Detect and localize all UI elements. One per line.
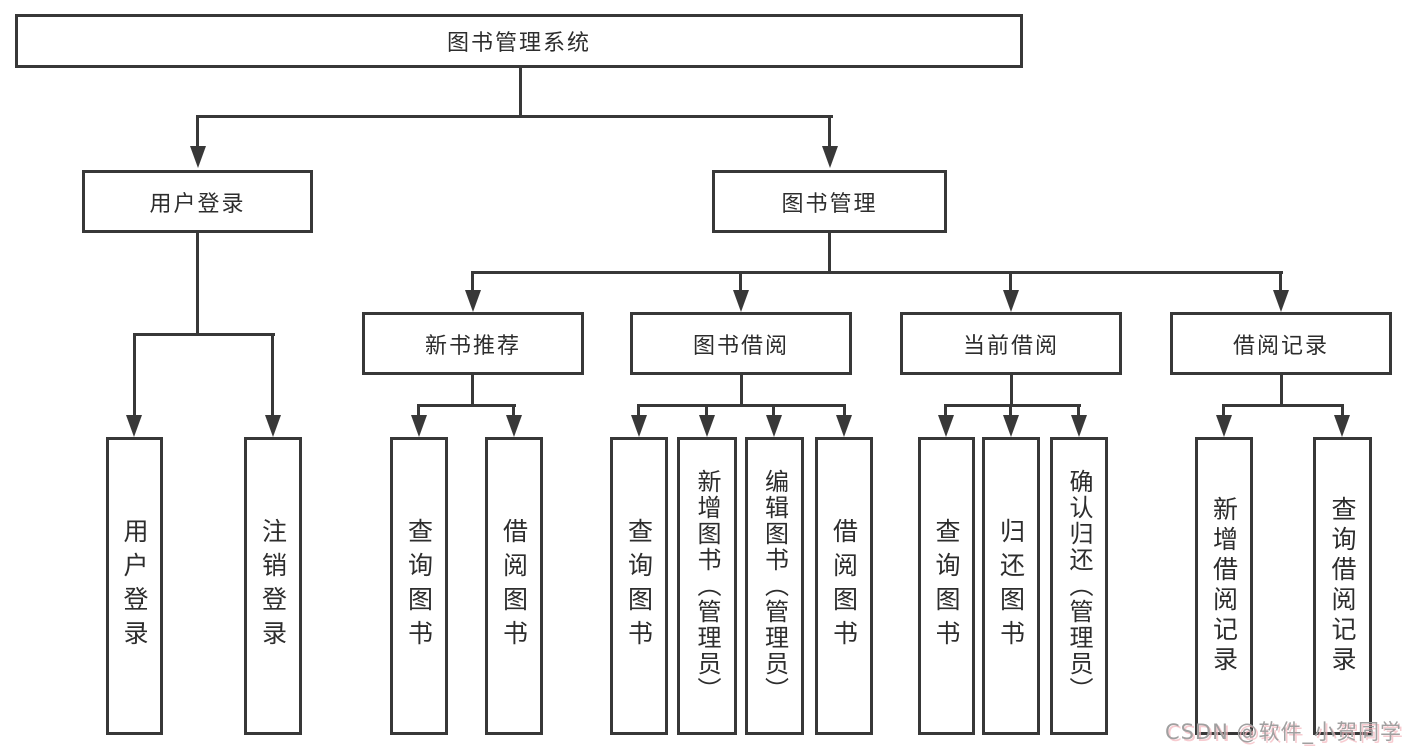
arrow-down-icon	[411, 415, 427, 437]
connector-line	[1280, 375, 1283, 406]
connector-line	[1222, 404, 1225, 417]
leaf-logout-label: 注销登录	[258, 518, 288, 654]
leaf-query-books-1: 查询图书	[390, 437, 448, 735]
connector-line	[637, 404, 846, 407]
leaf-query-books-3-label: 查询图书	[932, 518, 961, 654]
connector-line	[1009, 404, 1012, 417]
arrow-down-icon	[766, 415, 782, 437]
connector-line	[471, 271, 1283, 274]
connector-line	[133, 333, 136, 417]
arrow-down-icon	[836, 415, 852, 437]
arrow-down-icon	[1003, 415, 1019, 437]
arrow-down-icon	[938, 415, 954, 437]
arrow-down-icon	[465, 290, 481, 312]
connector-line	[843, 404, 846, 417]
arrow-down-icon	[733, 290, 749, 312]
connector-line	[196, 233, 199, 336]
arrow-down-icon	[699, 415, 715, 437]
leaf-query-books-2: 查询图书	[610, 437, 668, 735]
node-user-login: 用户登录	[82, 170, 313, 233]
leaf-logout: 注销登录	[244, 437, 302, 735]
connector-line	[417, 404, 516, 407]
connector-line	[133, 333, 275, 336]
node-borrow-records-label: 借阅记录	[1232, 333, 1329, 359]
node-user-login-label: 用户登录	[149, 191, 246, 217]
connector-line	[1010, 375, 1013, 406]
leaf-edit-books-admin: 编辑图书（管理员）	[745, 437, 804, 735]
connector-line	[944, 404, 1081, 407]
connector-line	[417, 404, 420, 417]
node-borrow-records: 借阅记录	[1170, 312, 1392, 375]
connector-line	[740, 375, 743, 406]
connector-line	[271, 333, 274, 417]
node-book-management-label: 图书管理	[781, 191, 878, 217]
connector-line	[471, 271, 474, 291]
arrow-down-icon	[1071, 415, 1087, 437]
node-root: 图书管理系统	[15, 14, 1023, 68]
connector-line	[828, 233, 831, 274]
connector-line	[512, 404, 515, 417]
connector-line	[196, 115, 199, 148]
node-book-borrow: 图书借阅	[630, 312, 852, 375]
connector-line	[772, 404, 775, 417]
arrow-down-icon	[190, 146, 206, 168]
connector-line	[739, 271, 742, 291]
arrow-down-icon	[1334, 415, 1350, 437]
arrow-down-icon	[822, 146, 838, 168]
leaf-borrow-books-1: 借阅图书	[485, 437, 543, 735]
arrow-down-icon	[1273, 290, 1289, 312]
connector-line	[637, 404, 640, 417]
leaf-borrow-books-2: 借阅图书	[815, 437, 873, 735]
leaf-return-books: 归还图书	[982, 437, 1040, 735]
leaf-confirm-return-admin: 确认归还（管理员）	[1050, 437, 1108, 735]
connector-line	[1009, 271, 1012, 291]
connector-line	[944, 404, 947, 417]
leaf-return-books-label: 归还图书	[996, 518, 1026, 654]
node-current-borrow-label: 当前借阅	[962, 333, 1059, 359]
connector-line	[1341, 404, 1344, 417]
node-new-book-recommend: 新书推荐	[362, 312, 584, 375]
leaf-edit-books-admin-label: 编辑图书（管理员）	[760, 469, 789, 703]
node-new-book-recommend-label: 新书推荐	[424, 333, 521, 359]
leaf-add-borrow-record-label: 新增借阅记录	[1209, 496, 1239, 676]
leaf-confirm-return-admin-label: 确认归还（管理员）	[1065, 469, 1093, 703]
connector-line	[828, 115, 831, 148]
connector-line	[471, 375, 474, 406]
leaf-query-books-2-label: 查询图书	[624, 518, 654, 654]
leaf-borrow-books-2-label: 借阅图书	[829, 518, 859, 654]
leaf-query-books-3: 查询图书	[918, 437, 975, 735]
connector-line	[1077, 404, 1080, 417]
arrow-down-icon	[1003, 290, 1019, 312]
arrow-down-icon	[265, 415, 281, 437]
leaf-user-login: 用户登录	[106, 437, 163, 735]
connector-line	[705, 404, 708, 417]
leaf-borrow-books-1-label: 借阅图书	[499, 518, 529, 654]
leaf-query-borrow-record: 查询借阅记录	[1313, 437, 1372, 735]
connector-line	[1279, 271, 1282, 291]
node-book-management: 图书管理	[712, 170, 947, 233]
leaf-add-borrow-record: 新增借阅记录	[1195, 437, 1253, 735]
arrow-down-icon	[631, 415, 647, 437]
connector-line	[1222, 404, 1344, 407]
leaf-query-books-1-label: 查询图书	[404, 518, 434, 654]
arrow-down-icon	[1216, 415, 1232, 437]
arrow-down-icon	[506, 415, 522, 437]
leaf-query-borrow-record-label: 查询借阅记录	[1328, 496, 1357, 676]
node-root-label: 图书管理系统	[446, 31, 591, 56]
csdn-watermark: CSDN @软件_小贺同学	[1164, 720, 1402, 744]
leaf-add-books-admin: 新增图书（管理员）	[677, 437, 737, 735]
node-current-borrow: 当前借阅	[900, 312, 1122, 375]
leaf-add-books-admin-label: 新增图书（管理员）	[693, 469, 721, 703]
node-book-borrow-label: 图书借阅	[692, 333, 789, 359]
connector-line	[519, 68, 522, 117]
leaf-user-login-label: 用户登录	[120, 518, 149, 654]
arrow-down-icon	[126, 415, 142, 437]
connector-line	[196, 115, 833, 118]
